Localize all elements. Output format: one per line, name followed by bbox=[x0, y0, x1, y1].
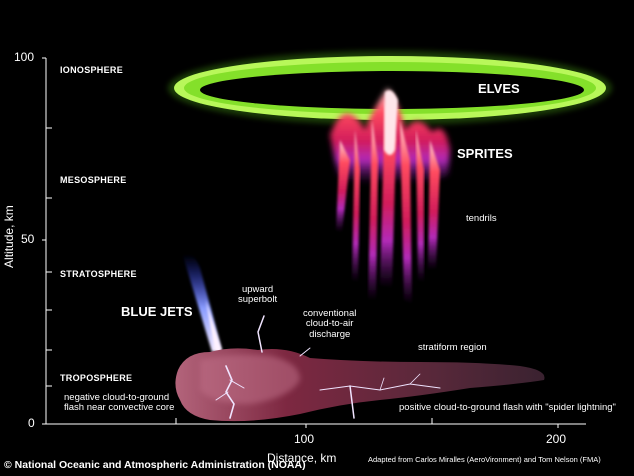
spider-branch bbox=[409, 373, 421, 385]
credit-source: © National Oceanic and Atmospheric Admin… bbox=[4, 459, 306, 471]
positive-cg-bolt bbox=[349, 385, 355, 419]
negative-cg-branch bbox=[229, 379, 245, 389]
y-axis-label: Altitude, km bbox=[1, 205, 16, 268]
storm-cloud bbox=[175, 348, 545, 422]
layer-stratosphere: STRATOSPHERE bbox=[60, 269, 137, 279]
spider-branch bbox=[379, 377, 385, 391]
label-stratiform: stratiform region bbox=[418, 342, 487, 353]
label-tendrils: tendrils bbox=[466, 213, 497, 224]
label-blue-jets: BLUE JETS bbox=[121, 304, 193, 319]
cloud-to-air-bolt bbox=[299, 347, 311, 357]
y-tick-label-100: 100 bbox=[14, 50, 35, 64]
axes bbox=[42, 57, 586, 428]
negative-cg-bolt bbox=[225, 365, 235, 419]
label-elves: ELVES bbox=[478, 81, 520, 96]
layer-ionosphere: IONOSPHERE bbox=[60, 65, 124, 75]
credit-adapted: Adapted from Carlos Miralles (AeroVironm… bbox=[368, 455, 601, 464]
label-sprites: SPRITES bbox=[457, 146, 513, 161]
y-tick-label-0: 0 bbox=[28, 416, 35, 430]
label-negative-flash: negative cloud-to-ground flash near conv… bbox=[64, 392, 175, 414]
superbolt-bolt bbox=[257, 315, 265, 353]
x-tick-label-200: 200 bbox=[546, 432, 567, 446]
layer-mesosphere: MESOSPHERE bbox=[60, 175, 127, 185]
sprites-discharge bbox=[330, 88, 450, 304]
x-axis-label: Distance, km bbox=[267, 451, 337, 465]
label-upward-superbolt: upward superbolt bbox=[238, 284, 278, 306]
label-cloud-to-air: conventional cloud-to-air discharge bbox=[303, 308, 357, 340]
elves-ring bbox=[168, 51, 612, 125]
x-tick-label-100: 100 bbox=[294, 432, 315, 446]
layer-troposphere: TROPOSPHERE bbox=[60, 373, 133, 383]
y-tick-label-50: 50 bbox=[21, 232, 35, 246]
label-positive-flash: positive cloud-to-ground flash with "spi… bbox=[399, 402, 616, 413]
lightning-bolts bbox=[215, 315, 441, 419]
blue-jet bbox=[183, 254, 222, 352]
negative-cg-branch bbox=[215, 391, 229, 401]
